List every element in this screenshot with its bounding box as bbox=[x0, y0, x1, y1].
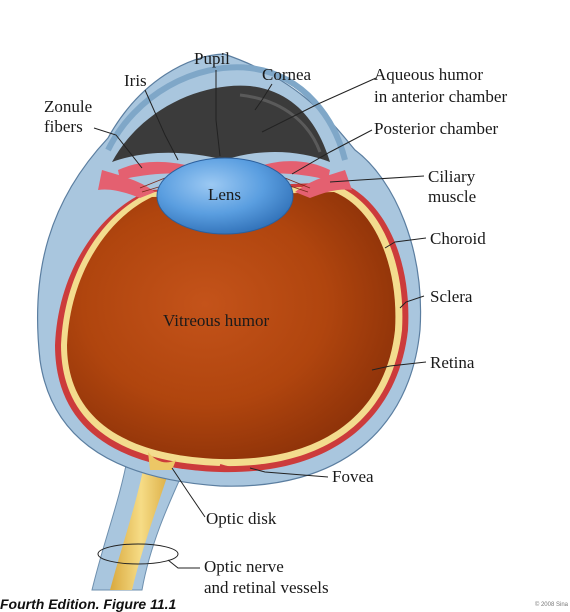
label-zonule-fibers-line2: fibers bbox=[44, 117, 83, 136]
label-optic-disk: Optic disk bbox=[206, 509, 277, 528]
ciliary-muscle-left bbox=[98, 170, 155, 198]
copyright-notice: © 2008 Sina bbox=[534, 602, 568, 608]
optic-nerve-ring bbox=[97, 543, 179, 565]
lens bbox=[156, 157, 294, 235]
figure-caption: Fourth Edition. Figure 11.1 bbox=[0, 596, 177, 612]
label-cornea: Cornea bbox=[262, 65, 312, 84]
label-aqueous-line2: in anterior chamber bbox=[374, 87, 507, 106]
vitreous-humor bbox=[67, 192, 396, 460]
iris-right bbox=[260, 161, 330, 180]
optic-disk bbox=[148, 452, 176, 470]
label-vitreous-humor: Vitreous humor bbox=[163, 311, 269, 330]
ciliary-muscle-right bbox=[295, 170, 352, 198]
label-pupil: Pupil bbox=[194, 49, 230, 68]
label-ciliary-line1: Ciliary bbox=[428, 167, 476, 186]
label-fovea: Fovea bbox=[332, 467, 374, 486]
fovea-pit bbox=[219, 464, 263, 470]
aqueous-highlight bbox=[239, 93, 322, 153]
optic-nerve bbox=[110, 455, 172, 590]
cornea bbox=[105, 64, 348, 161]
label-optic-nerve-line2: and retinal vessels bbox=[204, 578, 329, 597]
iris-left bbox=[118, 161, 190, 180]
label-ciliary-line2: muscle bbox=[428, 187, 476, 206]
label-iris: Iris bbox=[124, 71, 147, 90]
label-retina: Retina bbox=[430, 353, 475, 372]
label-posterior-chamber: Posterior chamber bbox=[374, 119, 498, 138]
label-sclera: Sclera bbox=[430, 287, 473, 306]
leader-lines bbox=[93, 70, 427, 569]
label-aqueous-line1: Aqueous humor bbox=[374, 65, 483, 84]
label-lens: Lens bbox=[208, 185, 241, 204]
label-optic-nerve-line1: Optic nerve bbox=[204, 557, 284, 576]
label-choroid: Choroid bbox=[430, 229, 486, 248]
label-zonule-fibers-line1: Zonule bbox=[44, 97, 92, 116]
